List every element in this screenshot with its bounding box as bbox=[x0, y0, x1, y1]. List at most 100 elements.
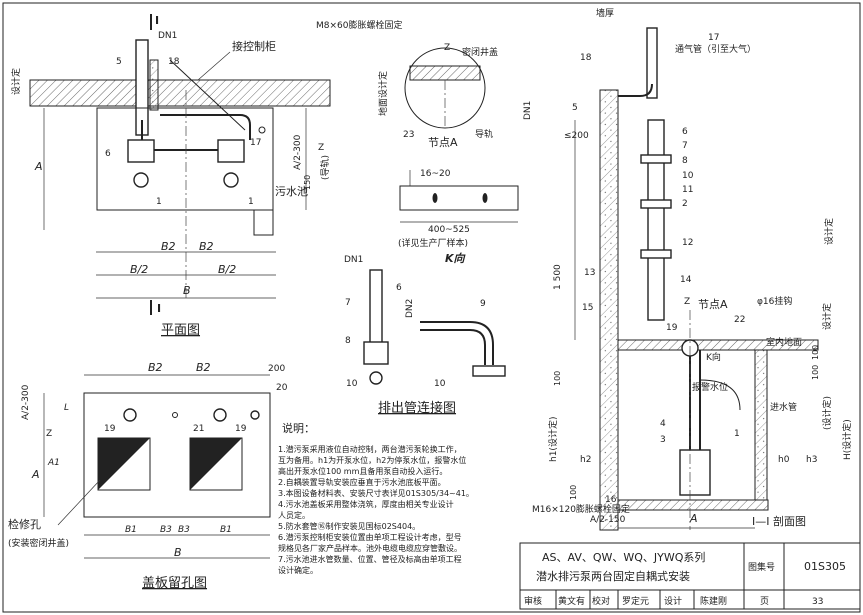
section-dim-a: A bbox=[689, 512, 698, 525]
note-line-4: 3.本图设备材料表、安装尺寸表详见01S305/34~41。 bbox=[278, 488, 474, 498]
cover-dim-200: 200 bbox=[268, 364, 285, 374]
discharge-dn2: DN2 bbox=[405, 299, 415, 318]
section-callout-14: 14 bbox=[680, 275, 692, 285]
section-callout-15: 15 bbox=[582, 303, 593, 313]
section-h2: h2 bbox=[580, 455, 591, 465]
note-line-0: 1.潜污泵采用液位自动控制，两台潜污泵轮换工作， bbox=[278, 444, 462, 454]
section-callout-7: 7 bbox=[682, 141, 688, 151]
cover-callout-19a: 19 bbox=[104, 424, 116, 434]
section-callout-16: 16 bbox=[605, 495, 617, 505]
note-line-7: 5.防水套管⑯制作安装见国标02S404。 bbox=[278, 521, 420, 531]
plan-dim-bhalf1: B/2 bbox=[130, 263, 148, 276]
plan-top-slab bbox=[29, 79, 331, 107]
section-mark-top: I bbox=[155, 14, 159, 27]
section-alarm: 报警水位 bbox=[692, 381, 728, 393]
discharge-callout-6: 6 bbox=[396, 283, 402, 293]
k-view-d1: 16~20 bbox=[420, 169, 451, 179]
section-callout-18: 18 bbox=[580, 53, 592, 63]
section-mark-bottom: I bbox=[157, 302, 161, 315]
note-line-1: 互为备用。h1为开泵水位，h2为停泵水位，报警水位 bbox=[278, 455, 466, 465]
note-line-6: 人员定。 bbox=[278, 510, 310, 520]
design-label: 设计 bbox=[664, 595, 682, 607]
section-sheji-1: 设计定 bbox=[823, 218, 835, 245]
notes-heading: 说明： bbox=[282, 421, 315, 435]
cover-dim-b: B bbox=[174, 546, 182, 559]
section-100b: 100 bbox=[569, 485, 578, 500]
cover-dim-b2a: B2 bbox=[148, 361, 163, 374]
detail-a-circle bbox=[404, 47, 486, 129]
section-riser bbox=[647, 119, 665, 321]
page-number: 33 bbox=[812, 597, 823, 607]
section-callout-11: 11 bbox=[682, 185, 693, 195]
note-line-5: 4.污水池盖板采用整体浇筑，厚度由相关专业设计 bbox=[278, 499, 454, 509]
title-block: AS、AV、QW、WQ、JYWQ系列 潜水排污泵两台固定自耦式安装 图集号 01… bbox=[519, 542, 861, 610]
plan-callout-17: 17 bbox=[250, 138, 261, 148]
plan-view: I DN1 设计定 A 接控制柜 5 18 6 17 1 1 污水池 A/ bbox=[10, 14, 331, 338]
section-callout-19: 19 bbox=[666, 323, 678, 333]
note-line-3: 2.自耦装置导轨安装应垂直于污水池底板平面。 bbox=[278, 477, 446, 487]
k-view-plate bbox=[399, 185, 519, 211]
discharge-callout-8: 8 bbox=[345, 336, 351, 346]
section-view: 墙厚 通气管（引至大气） 17 18 5 DN1 ≤200 1 500 7 6 … bbox=[523, 7, 853, 531]
section-hook: φ16挂钩 bbox=[757, 295, 792, 307]
k-view: 16~20 400~525 (详见生产厂样本) K向 bbox=[398, 169, 519, 265]
detail-a-bolt: M8×60膨胀螺栓固定 bbox=[316, 19, 403, 31]
section-dn1: DN1 bbox=[523, 101, 533, 120]
detail-a: M8×60膨胀螺栓固定 Z 密闭井盖 地面设计定 23 导轨 节点A bbox=[316, 19, 498, 149]
section-callout-13: 13 bbox=[584, 268, 595, 278]
cover-dim-b1a: B1 bbox=[125, 525, 137, 535]
cover-dim-b2b: B2 bbox=[196, 361, 211, 374]
note-line-8: 6.潜污泵控制柜安装位置由单项工程设计考虑，型号 bbox=[278, 532, 462, 542]
plan-sump-label: 污水池 bbox=[275, 185, 308, 198]
notes-block: 说明： 1.潜污泵采用液位自动控制，两台潜污泵轮换工作， 互为备用。h1为开泵水… bbox=[278, 421, 474, 575]
detail-a-23: 23 bbox=[403, 130, 414, 140]
title-line1: AS、AV、QW、WQ、JYWQ系列 bbox=[542, 550, 705, 564]
section-h: H(设计定) bbox=[841, 419, 853, 460]
atlas-number: 01S305 bbox=[804, 560, 846, 573]
section-callout-5: 5 bbox=[572, 103, 578, 113]
atlas-label: 图集号 bbox=[748, 561, 775, 573]
section-callout-3: 3 bbox=[660, 435, 666, 445]
cover-access-hole: 检修孔 bbox=[8, 517, 41, 531]
plan-dim-b: B bbox=[183, 284, 191, 297]
section-vent: 通气管（引至大气） bbox=[675, 43, 756, 55]
discharge-callout-9: 9 bbox=[480, 299, 486, 309]
cover-plate-outline bbox=[83, 392, 271, 518]
section-100c: 100 bbox=[811, 345, 820, 360]
plan-callout-1a: 1 bbox=[156, 197, 162, 207]
reviewer-name: 黄文有 bbox=[558, 595, 585, 607]
detail-a-level: 地面设计定 bbox=[377, 71, 389, 116]
plan-dim-a: A bbox=[34, 160, 43, 173]
section-callout-8: 8 bbox=[682, 156, 688, 166]
cover-plan: B2 B2 200 19 21 19 20 A/2-300 Z L A1 A 检… bbox=[8, 361, 288, 591]
plan-callout-18: 18 bbox=[168, 57, 180, 67]
section-sheji-2: 设计定 bbox=[821, 303, 833, 330]
plan-guide-rail: (导轨) bbox=[319, 155, 331, 180]
plan-title: 平面图 bbox=[161, 323, 200, 338]
title-line2: 潜水排污泵两台固定自耦式安装 bbox=[536, 569, 690, 583]
section-le200: ≤200 bbox=[564, 131, 589, 141]
plan-dim-150: 150 bbox=[303, 175, 312, 190]
section-callout-12: 12 bbox=[682, 238, 693, 248]
plan-dim-b2b: B2 bbox=[199, 240, 214, 253]
section-callout-22: 22 bbox=[734, 315, 745, 325]
section-h0: h0 bbox=[778, 455, 790, 465]
cover-callout-19b: 19 bbox=[235, 424, 247, 434]
section-callout-1: 1 bbox=[734, 429, 740, 439]
review-label: 审核 bbox=[524, 595, 542, 607]
detail-a-cover: 密闭井盖 bbox=[462, 46, 498, 58]
detail-a-z: Z bbox=[444, 43, 450, 53]
k-view-note: (详见生产厂样本) bbox=[398, 237, 468, 249]
plan-sheji: 设计定 bbox=[10, 68, 22, 95]
section-inlet: 进水管 bbox=[770, 401, 797, 413]
discharge-callout-7: 7 bbox=[345, 298, 351, 308]
discharge-callout-10b: 10 bbox=[434, 379, 446, 389]
cover-callout-21: 21 bbox=[193, 424, 204, 434]
k-view-d2: 400~525 bbox=[428, 225, 470, 235]
plan-callout-6: 6 bbox=[105, 149, 111, 159]
discharge-dn1: DN1 bbox=[344, 255, 363, 265]
cover-dim-a: A bbox=[31, 468, 40, 481]
discharge-connection: DN1 DN2 7 6 9 8 10 10 排出管连接图 bbox=[344, 255, 506, 416]
section-sheji-3: (设计定) bbox=[821, 396, 833, 430]
